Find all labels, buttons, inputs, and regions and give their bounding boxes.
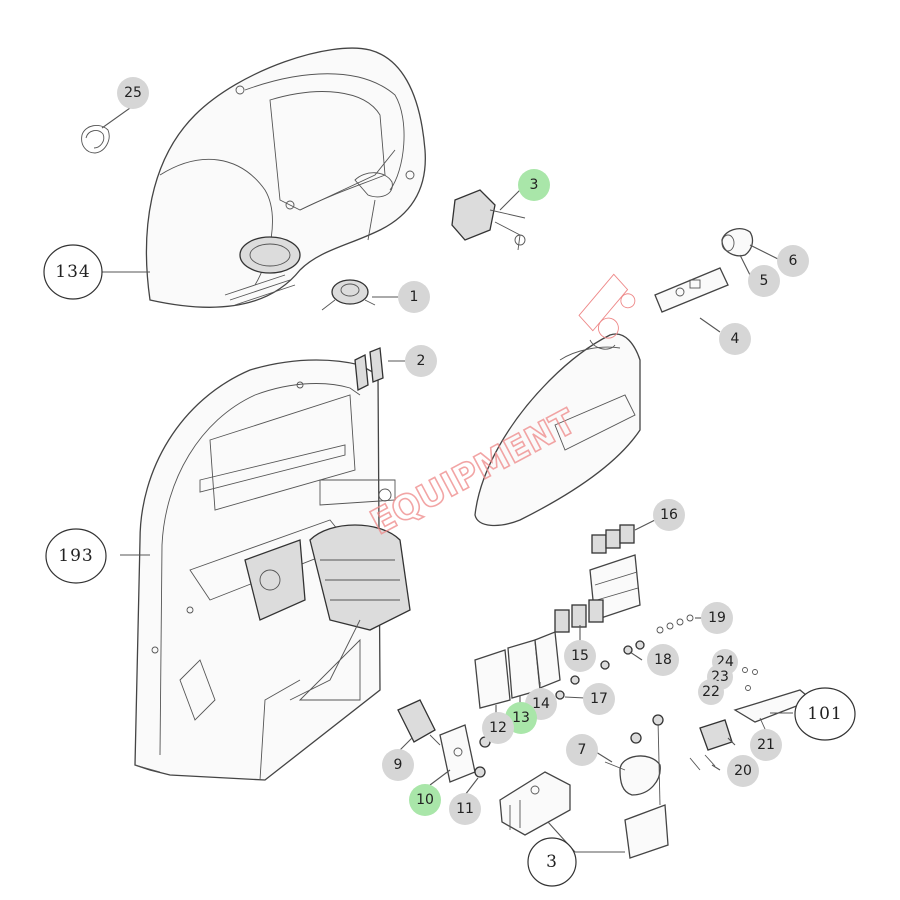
badge-4: 4 (719, 323, 751, 355)
svg-text:6: 6 (789, 253, 798, 269)
svg-text:9: 9 (394, 757, 403, 773)
actuator-7-part (604, 714, 669, 859)
svg-text:193: 193 (58, 546, 93, 566)
badge-2: 2 (405, 345, 437, 377)
key-switch-part (321, 279, 376, 311)
badge-7: 7 (566, 734, 598, 766)
screws-part (555, 614, 694, 700)
badge-1: 1 (398, 281, 430, 313)
svg-text:20: 20 (734, 763, 752, 779)
lower-panel-frame-part (134, 359, 411, 781)
callout-3: 3 (527, 837, 577, 887)
svg-text:4: 4 (731, 331, 740, 347)
svg-text:7: 7 (578, 742, 587, 758)
svg-text:2: 2 (417, 353, 426, 369)
badge-9: 9 (382, 749, 414, 781)
svg-text:134: 134 (55, 262, 90, 282)
svg-text:16: 16 (660, 507, 678, 523)
svg-text:19: 19 (708, 610, 726, 626)
ring-clip-part (81, 124, 110, 154)
svg-text:3: 3 (546, 852, 558, 872)
badge-18: 18 (647, 644, 679, 676)
badge-16: 16 (653, 499, 685, 531)
ignition-switch-part (451, 189, 526, 251)
svg-text:10: 10 (416, 792, 434, 808)
badge-11: 11 (449, 793, 481, 825)
svg-text:101: 101 (807, 704, 842, 724)
badge-20: 20 (727, 755, 759, 787)
svg-text:11: 11 (456, 801, 474, 817)
badge-15: 15 (564, 640, 596, 672)
svg-text:17: 17 (590, 691, 608, 707)
badge-21: 21 (750, 729, 782, 761)
svg-text:18: 18 (654, 652, 672, 668)
plate-10-part (439, 724, 491, 783)
pins-part (689, 754, 716, 771)
badge-22: 22 (698, 679, 724, 705)
hinge-bracket-part (499, 771, 571, 836)
svg-text:1: 1 (410, 289, 419, 305)
micro-switch-part (699, 719, 733, 751)
svg-text:14: 14 (532, 696, 550, 712)
svg-text:3: 3 (530, 177, 539, 193)
label-plate-part (654, 267, 729, 313)
bolts-part (354, 347, 384, 392)
solenoid-part (397, 699, 441, 746)
badge-25: 25 (117, 77, 149, 109)
badge-5: 5 (748, 265, 780, 297)
badge-19: 19 (701, 602, 733, 634)
badge-3-green: 3 (518, 169, 550, 201)
svg-text:15: 15 (571, 648, 589, 664)
callout-101: 101 (794, 687, 856, 741)
svg-text:5: 5 (760, 273, 769, 289)
dashboard-cover-part (145, 47, 426, 308)
svg-text:22: 22 (702, 684, 720, 700)
badge-10-green: 10 (409, 784, 441, 816)
svg-text:13: 13 (512, 710, 530, 726)
badge-12: 12 (482, 712, 514, 744)
badge-17: 17 (583, 683, 615, 715)
badge-6: 6 (777, 245, 809, 277)
svg-text:21: 21 (757, 737, 775, 753)
svg-text:12: 12 (489, 720, 507, 736)
fuse-set-part (554, 599, 604, 633)
connector-part (721, 228, 754, 257)
callout-134: 134 (43, 244, 103, 300)
svg-text:25: 25 (124, 85, 142, 101)
side-cover-part (474, 333, 641, 527)
callout-193: 193 (45, 528, 107, 584)
